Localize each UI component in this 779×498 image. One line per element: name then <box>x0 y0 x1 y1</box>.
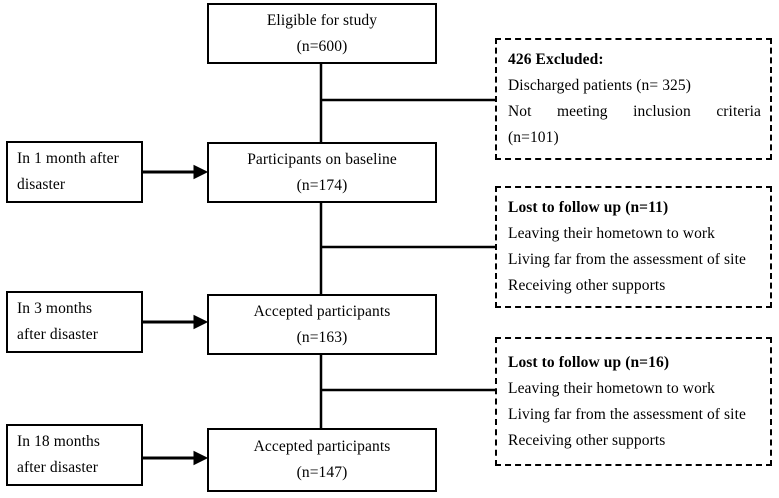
connector-arrow-1-month-to-baseline <box>143 164 209 180</box>
node-baseline-line-0: Participants on baseline <box>247 150 397 168</box>
node-eligible: Eligible for study (n=600) <box>207 3 437 64</box>
node-time-3-months-line-0: In 3 months <box>17 300 93 317</box>
node-accepted-163-line-0: Accepted participants <box>253 302 391 320</box>
node-baseline: Participants on baseline (n=174) <box>207 142 437 203</box>
node-excluded-line-1: Discharged patients (n= 325) <box>508 77 692 94</box>
node-accepted-147-line-1: (n=147) <box>296 464 348 481</box>
node-time-18-months-line-1: after disaster <box>17 459 99 476</box>
node-lost-16: Lost to follow up (n=16) Leaving their ho… <box>495 337 772 466</box>
node-lost-11-line-2: Living far from the assessment of site <box>508 251 746 268</box>
node-excluded: 426 Excluded: Discharged patients (n= 325… <box>495 38 772 160</box>
node-accepted-163-line-1: (n=163) <box>296 328 348 346</box>
node-accepted-147: Accepted participants (n=147) <box>207 428 437 492</box>
node-lost-16-line-3: Receiving other supports <box>508 431 666 449</box>
node-time-1-month: In 1 month after disaster <box>6 141 143 203</box>
node-excluded-line-3: (n=101) <box>508 129 559 146</box>
connector-arrow-3-months-to-accepted163 <box>143 314 209 330</box>
node-lost-16-line-0: Lost to follow up (n=16) <box>508 353 670 371</box>
node-excluded-line-2: Not meeting inclusion criteria <box>508 103 761 120</box>
node-accepted-147-line-0: Accepted participants <box>253 438 391 455</box>
node-lost-11-line-0: Lost to follow up (n=11) <box>508 199 669 216</box>
node-time-18-months-line-0: In 18 months <box>17 433 101 450</box>
arrow-head <box>193 314 209 330</box>
arrow-head <box>193 164 209 180</box>
node-accepted-163: Accepted participants (n=163) <box>207 294 437 355</box>
node-lost-16-line-2: Living far from the assessment of site <box>508 405 746 423</box>
node-lost-16-line-1: Leaving their hometown to work <box>508 379 716 397</box>
node-baseline-line-1: (n=174) <box>296 176 348 194</box>
node-lost-11-line-3: Receiving other supports <box>508 277 666 294</box>
node-excluded-line-0: 426 Excluded: <box>508 51 604 68</box>
arrow-head <box>193 450 209 466</box>
node-time-1-month-line-0: In 1 month after <box>17 150 119 167</box>
node-time-3-months: In 3 months after disaster <box>6 291 143 353</box>
node-eligible-line-1: (n=600) <box>296 37 348 55</box>
node-eligible-line-0: Eligible for study <box>266 11 378 29</box>
node-lost-11: Lost to follow up (n=11) Leaving their ho… <box>495 186 772 308</box>
node-lost-11-line-1: Leaving their hometown to work <box>508 225 716 242</box>
node-time-1-month-line-1: disaster <box>17 176 66 193</box>
node-time-18-months: In 18 months after disaster <box>6 424 143 486</box>
connector-arrow-18-months-to-accepted147 <box>143 450 209 466</box>
node-time-3-months-line-1: after disaster <box>17 326 99 343</box>
